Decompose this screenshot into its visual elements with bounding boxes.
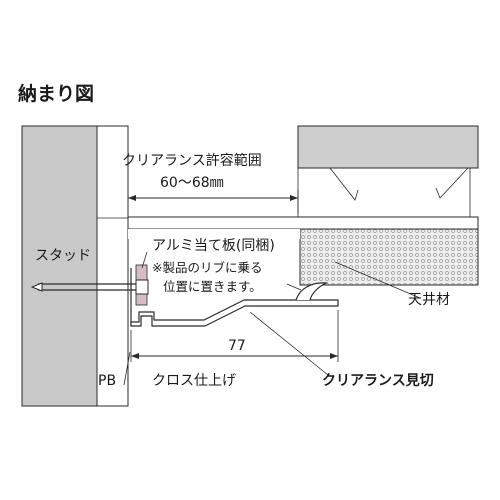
aluminum-plate-label: アルミ当て板(同梱) [152, 238, 275, 254]
stud-label: スタッド [35, 248, 91, 264]
ceiling-material-label: 天井材 [408, 292, 450, 308]
note-line-1: ※製品のリブに乗る [152, 260, 262, 275]
dimension-77: 77 [228, 338, 246, 354]
diagram-title: 納まり図 [18, 82, 94, 105]
clearance-parting-label: クリアランス見切 [322, 373, 434, 389]
note-line-2: 位置に置きます。 [163, 279, 262, 294]
ceiling-structure [297, 125, 479, 169]
profile-lip [295, 282, 329, 301]
pb-board [96, 125, 129, 407]
ceiling-material [299, 228, 479, 286]
clearance-range-title: クリアランス許容範囲 [122, 152, 262, 169]
clearance-range-value: 60〜68㎜ [160, 175, 224, 191]
parting-profile [130, 299, 339, 327]
cloth-finish-label: クロス仕上げ [152, 373, 236, 389]
ceiling-frame-v [329, 167, 359, 201]
stud-wall [21, 125, 98, 407]
ceiling-board-top [127, 216, 479, 230]
pb-label: PB [98, 373, 116, 389]
screw-icon [30, 279, 149, 295]
